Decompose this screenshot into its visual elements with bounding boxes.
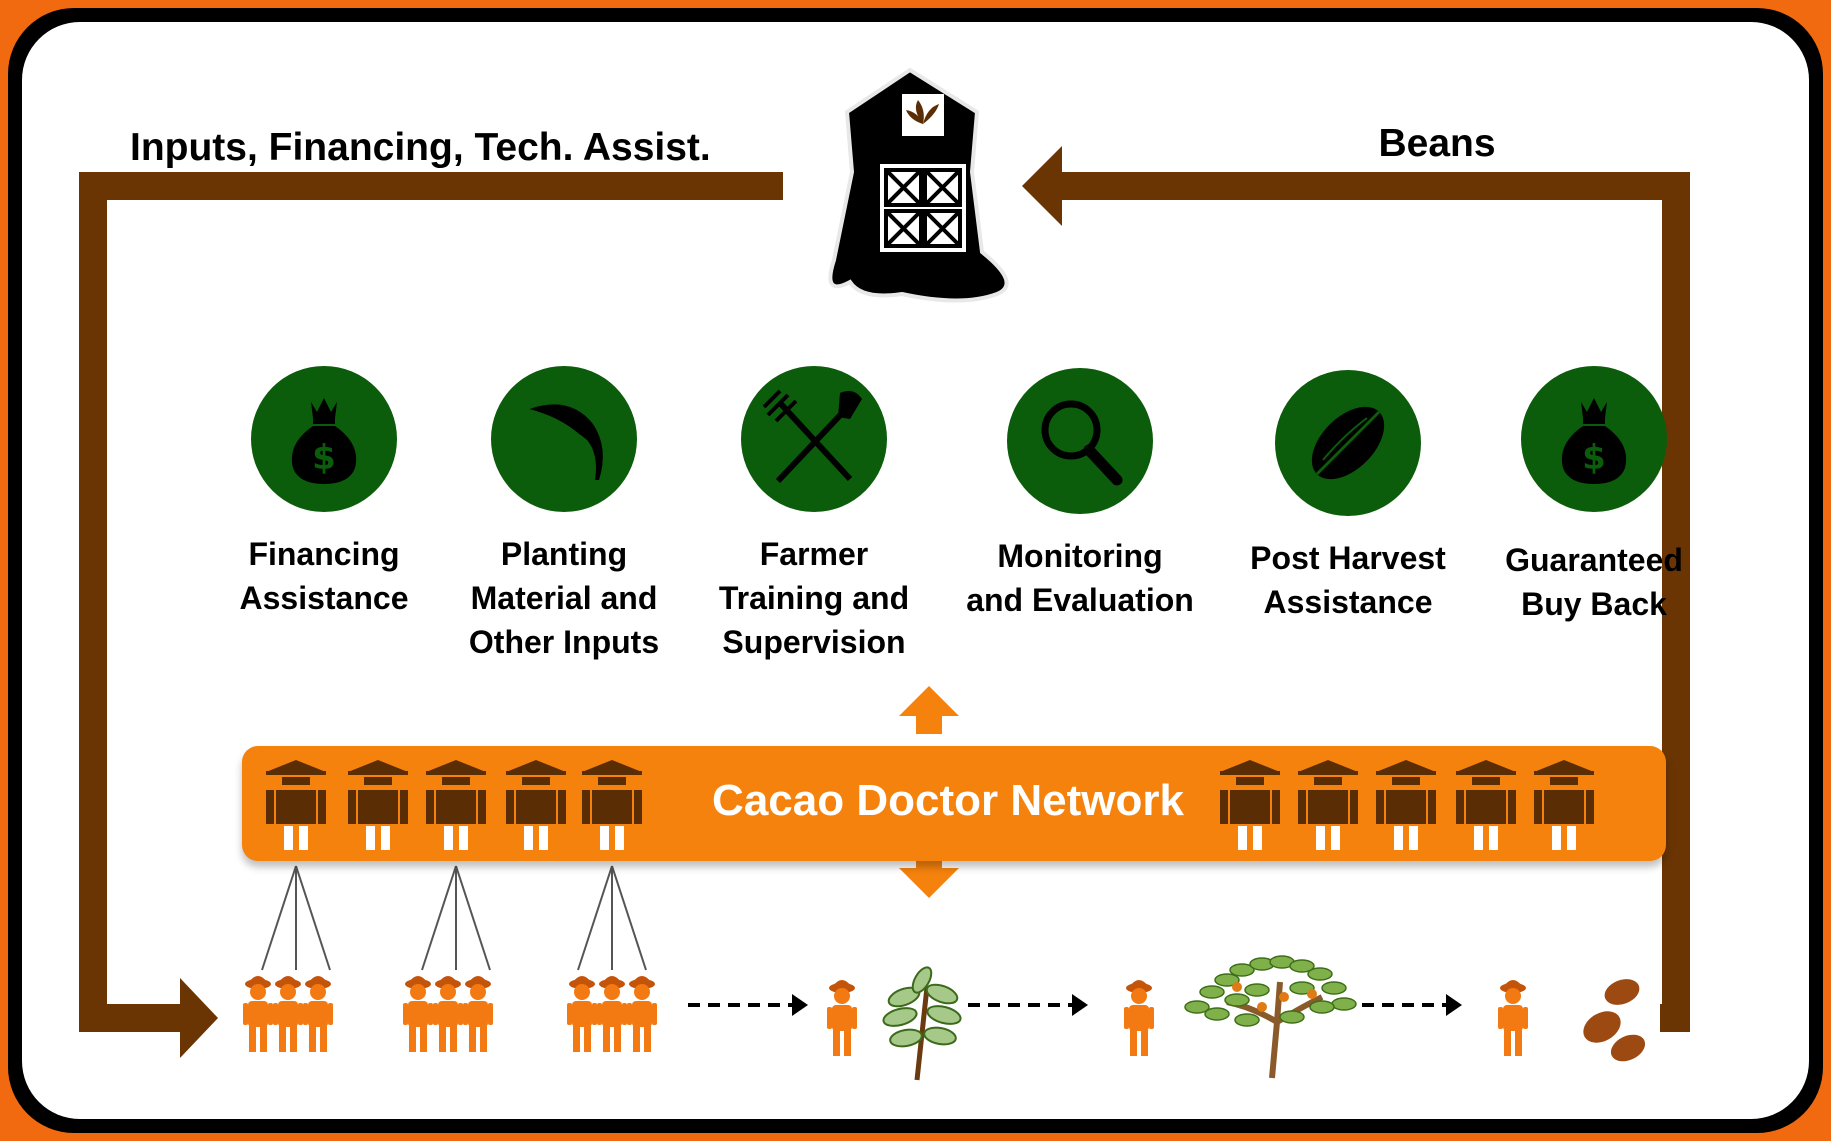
beans-flow-label: Beans [1378, 122, 1496, 165]
cacao-tree-icon [1184, 955, 1357, 1079]
money-bag-icon: $ [1561, 398, 1627, 484]
farmer-tree-stage [1124, 980, 1154, 1056]
inputs-flow-label: Inputs, Financing, Tech. Assist. [130, 126, 711, 169]
doctor-icon [1534, 760, 1594, 850]
service-icon-circle: $ [251, 366, 397, 512]
progression-arrowheads [792, 994, 1462, 1016]
doctor-icon [1456, 760, 1516, 850]
pitchfork-shovel-icon [762, 389, 862, 484]
cacao-beans-icon [1583, 979, 1646, 1062]
svg-text:$: $ [1582, 438, 1606, 478]
diagram-panel: Inputs, Financing, Tech. Assist. Beans $… [22, 22, 1809, 1119]
service-icon-circle: $ [1521, 366, 1667, 512]
farmer-group-1 [243, 976, 333, 1052]
beans-flow-arrow [1022, 146, 1690, 1032]
doctor-icon [582, 760, 642, 850]
frame-border: Inputs, Financing, Tech. Assist. Beans $… [8, 8, 1823, 1133]
farmer-beans-stage [1498, 980, 1528, 1056]
doctor-farmer-connectors [261, 865, 647, 971]
beans-flow-tail [1662, 1004, 1690, 1032]
cacao-pod-icon [1311, 406, 1385, 480]
barn-icon [828, 67, 1009, 303]
magnifying-glass-icon [1041, 400, 1123, 486]
farmer-seedling-stage [827, 980, 857, 1056]
seedling-icon [882, 966, 962, 1081]
inputs-flow-arrow [79, 172, 783, 1058]
doctor-icon [266, 760, 326, 850]
leaf-icon [526, 404, 603, 480]
farmer-group-3 [567, 976, 657, 1052]
doctor-icon [506, 760, 566, 850]
doctor-icon [1376, 760, 1436, 850]
service-icon-circle [1275, 370, 1421, 516]
service-icon-circle [491, 366, 637, 512]
doctor-icon [426, 760, 486, 850]
service-icon-circle [1007, 368, 1153, 514]
service-icon-circle [741, 366, 887, 512]
money-bag-icon: $ [291, 398, 357, 484]
doctor-icon [1298, 760, 1358, 850]
doctor-icon [348, 760, 408, 850]
cacao-doctor-network-bar: Cacao Doctor Network [242, 746, 1666, 861]
doctor-icon [1220, 760, 1280, 850]
flow-graphics [79, 67, 1690, 1081]
network-title: Cacao Doctor Network [712, 776, 1184, 825]
network-double-arrow [899, 686, 959, 898]
farmer-group-2 [403, 976, 493, 1052]
svg-text:$: $ [312, 438, 336, 478]
